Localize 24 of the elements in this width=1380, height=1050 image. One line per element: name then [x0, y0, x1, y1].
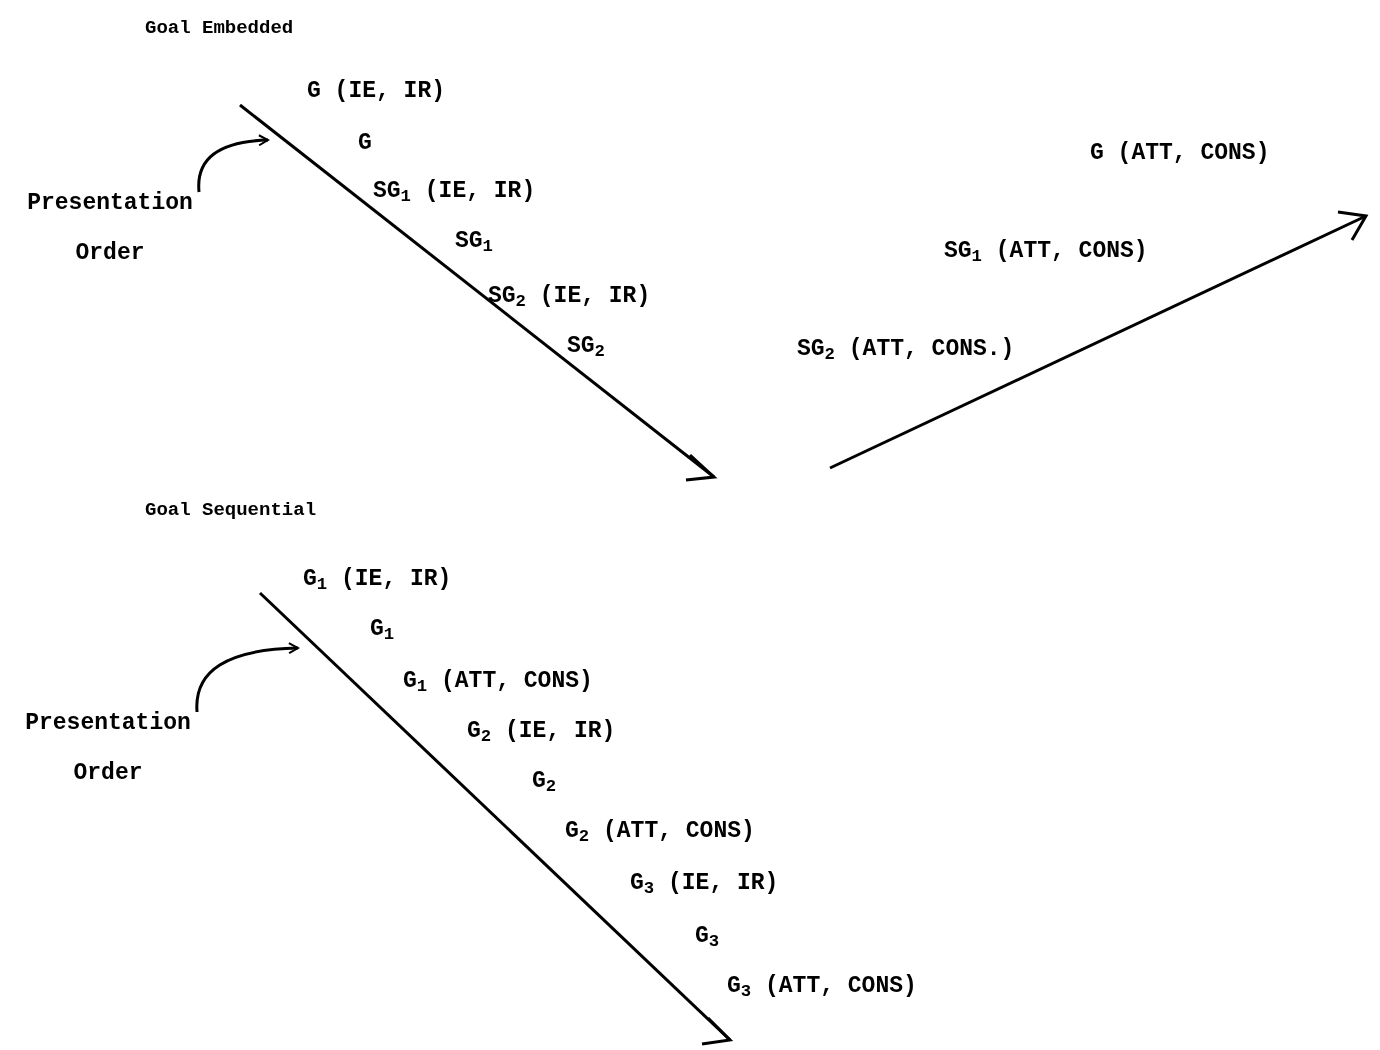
annotation-text: Presentation Order: [26, 189, 194, 268]
step-label: SG$_{2}$ (IE, IR): [488, 282, 651, 314]
step-label: SG$_{1}$: [455, 227, 493, 259]
step-label: G: [358, 129, 372, 158]
step-label: G$_{2}$ (IE, IR): [467, 717, 616, 749]
annotation-text: Presentation Order: [24, 709, 192, 788]
step-label: G$_{1}$ (ATT, CONS): [403, 667, 593, 699]
curved-arrow: [195, 642, 299, 712]
step-label: SG$_{1}$ (ATT, CONS): [944, 237, 1148, 269]
step-label: SG$_{2}$ (ATT, CONS.): [797, 335, 1015, 367]
step-label: G$_{3}$ (IE, IR): [630, 869, 779, 901]
step-label: G$_{1}$ (IE, IR): [303, 565, 452, 597]
step-label: G (IE, IR): [307, 77, 446, 106]
step-label: G$_{1}$: [370, 615, 395, 647]
step-label: G$_{3}$ (ATT, CONS): [727, 972, 917, 1004]
curved-arrow: [197, 134, 269, 193]
step-label: G$_{2}$ (ATT, CONS): [565, 817, 755, 849]
section-title: Goal Sequential: [145, 498, 317, 523]
step-label: SG$_{1}$ (IE, IR): [373, 177, 536, 209]
step-label: G$_{2}$: [532, 767, 557, 799]
step-label: SG$_{2}$: [567, 332, 605, 364]
step-label: G (ATT, CONS): [1090, 139, 1270, 168]
step-label: G$_{3}$: [695, 922, 720, 954]
section-title: Goal Embedded: [145, 16, 294, 41]
